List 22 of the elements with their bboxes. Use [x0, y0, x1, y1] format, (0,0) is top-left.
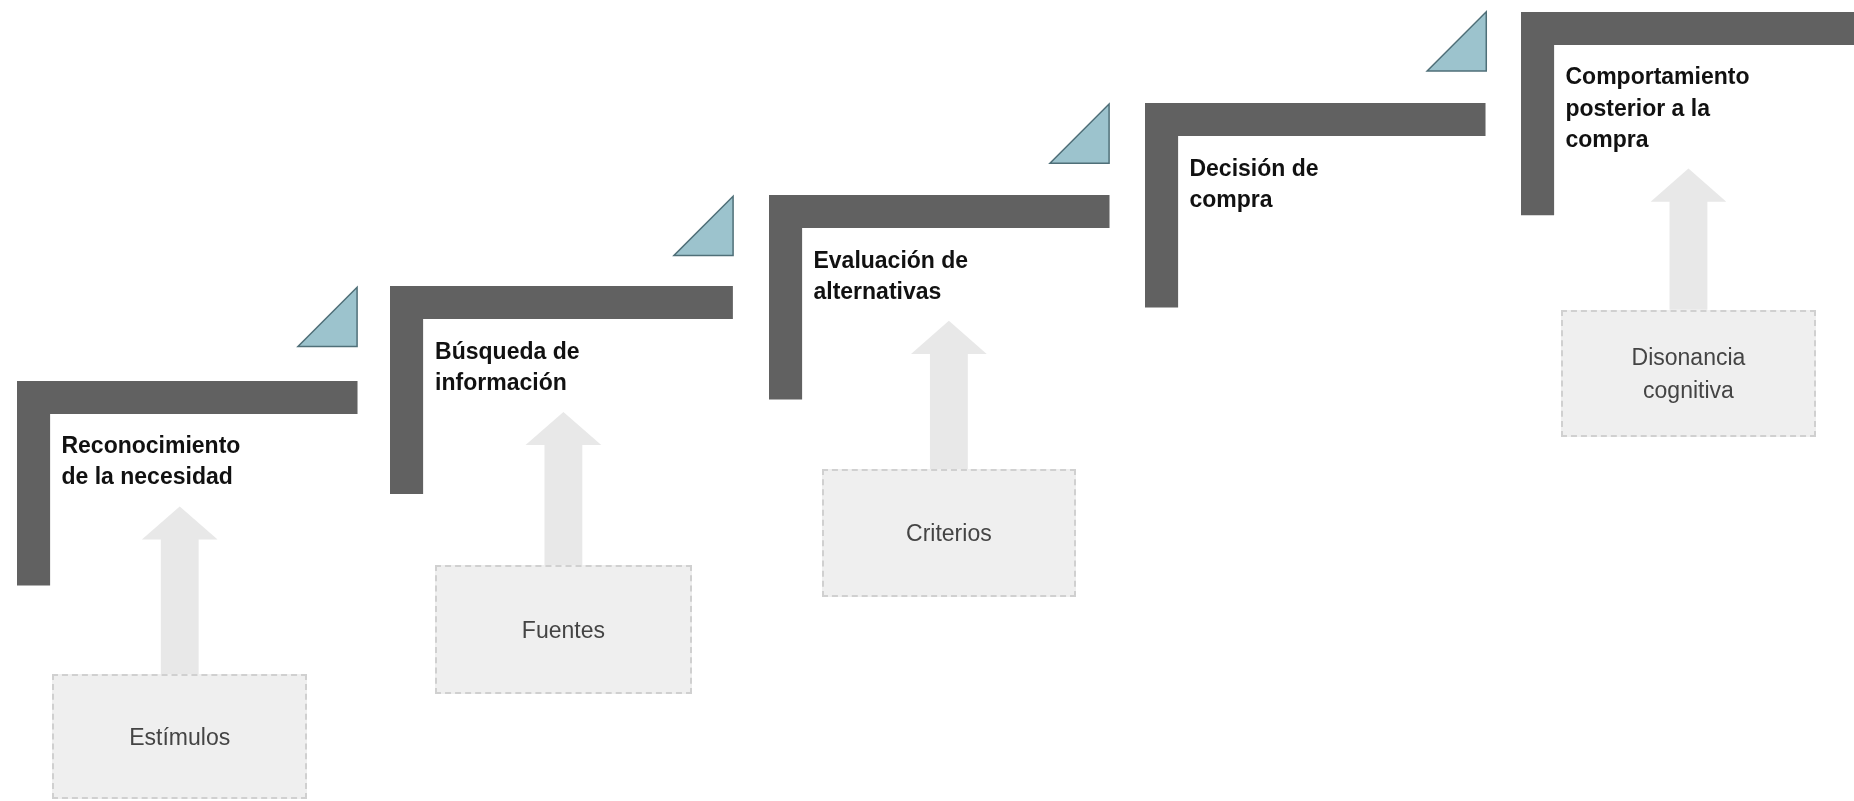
box-label: Criterios: [906, 519, 992, 549]
step-bracket: [16, 380, 358, 586]
step-bracket: [768, 195, 1110, 400]
dashed-box: [435, 565, 692, 695]
dashed-box: [1560, 309, 1817, 438]
step-title: Reconocimiento de la necesidad: [61, 431, 242, 492]
step-title: Decisión de compra: [1189, 153, 1320, 214]
up-arrow: [525, 411, 602, 566]
step-title: Comportamiento posterior a la compra: [1565, 62, 1751, 154]
step-bracket: [1144, 102, 1486, 308]
step-title: Evaluación de alternativas: [813, 245, 970, 306]
box-label: Disonancia cognitiva: [1630, 343, 1747, 405]
up-arrow: [911, 320, 987, 470]
step-title: Búsqueda de información: [435, 336, 581, 397]
up-arrow: [141, 506, 218, 674]
step-bracket: [390, 286, 734, 495]
box-label: Estímulos: [129, 722, 231, 752]
up-arrow: [1650, 168, 1727, 310]
box-label: Fuentes: [521, 615, 605, 645]
step-bracket: [1520, 11, 1854, 216]
dashed-box: [52, 673, 308, 800]
dashed-box: [821, 469, 1076, 598]
